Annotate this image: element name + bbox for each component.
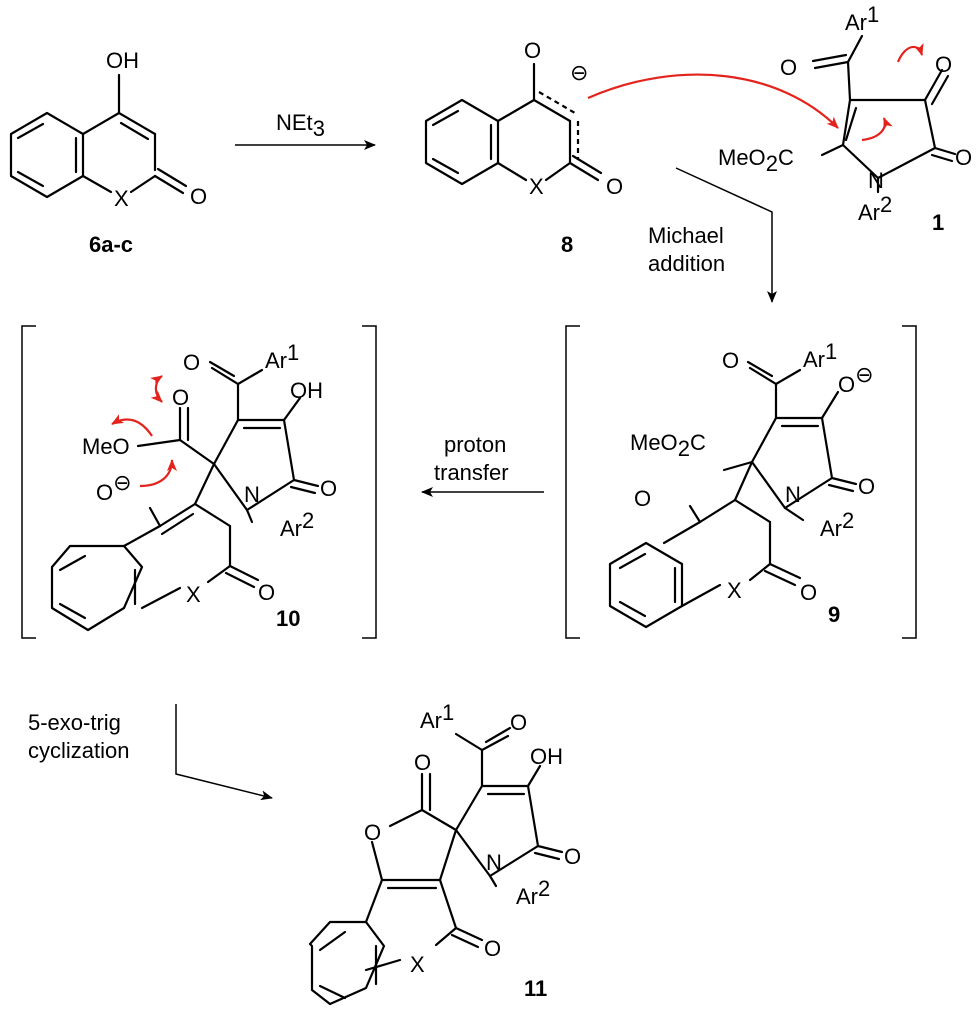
atom-n: N: [785, 482, 801, 507]
electron-arrow-1a: [896, 43, 924, 63]
atom-oh: OH: [290, 378, 323, 403]
bracket-left-10: [21, 325, 36, 639]
bracket-right-9: [902, 325, 917, 639]
atom-ar1: Ar1: [265, 340, 299, 373]
atom-ar2: Ar2: [516, 876, 550, 909]
atom-ar1: Ar1: [803, 339, 837, 372]
compound-label-9: 9: [828, 602, 840, 627]
atom-oh: OH: [106, 48, 139, 73]
electron-arrow-10b: [111, 414, 153, 437]
atom-x: X: [186, 582, 201, 607]
atom-ar2: Ar2: [820, 508, 854, 541]
atom-o: O: [414, 750, 431, 775]
compound-label-8: 8: [561, 232, 573, 257]
atom-o: O: [172, 385, 189, 410]
electron-arrow-1b: [861, 117, 893, 142]
electron-arrow-10a: [139, 459, 177, 488]
reagent-net3: NEt3: [276, 110, 325, 141]
atom-meo2c: MeO2C: [718, 145, 794, 176]
atom-o: O: [484, 936, 501, 961]
compound-6-structure: [9, 73, 188, 199]
atom-o: O: [780, 55, 797, 80]
atom-ar2: Ar2: [280, 508, 314, 541]
step-5-exo-trig: 5-exo-trig: [28, 710, 121, 735]
compound-11-structure: [308, 726, 564, 1006]
bracket-right-10: [362, 325, 377, 639]
atom-o: O: [524, 38, 541, 63]
compound-label-10: 10: [276, 606, 300, 631]
atom-o: O: [183, 350, 200, 375]
atom-o-minus: O⊖: [96, 470, 132, 505]
atom-ar1: Ar1: [845, 2, 879, 35]
atom-x: X: [410, 952, 425, 977]
atom-ar1: Ar1: [420, 700, 454, 733]
atom-x: X: [529, 174, 544, 199]
atom-n: N: [868, 168, 884, 193]
atom-n: N: [486, 850, 502, 875]
bracket-left-9: [565, 325, 580, 639]
atom-n: N: [244, 482, 260, 507]
reaction-arrow-michael: [675, 167, 777, 303]
atom-o: O: [800, 580, 817, 605]
atom-o: O: [564, 844, 581, 869]
compound-10-structure: [50, 360, 320, 632]
atom-o: O: [258, 580, 275, 605]
step-transfer: transfer: [434, 460, 509, 485]
atom-o: O: [634, 486, 651, 511]
atom-ar2: Ar2: [858, 192, 892, 225]
atom-o: O: [606, 174, 623, 199]
step-cyclization: cyclization: [28, 738, 129, 763]
atom-o: O: [190, 184, 207, 209]
atom-o: O: [364, 820, 381, 845]
compound-label-6a-c: 6a-c: [89, 232, 133, 257]
compound-9-structure: [608, 360, 858, 629]
reaction-arrow-cyclization: [175, 704, 273, 801]
electron-arrow-attack: [587, 73, 839, 129]
compound-8-structure: [424, 62, 603, 186]
compound-label-1: 1: [932, 210, 944, 235]
atom-o: O: [858, 474, 875, 499]
compound-1-structure: [811, 34, 957, 194]
atom-o: O: [320, 476, 337, 501]
charge-minus: ⊖: [570, 60, 588, 85]
atom-x: X: [727, 578, 742, 603]
step-addition: addition: [648, 251, 725, 276]
atom-o: O: [722, 348, 739, 373]
step-proton: proton: [444, 432, 506, 457]
atom-o-minus: O⊖: [838, 362, 874, 397]
step-michael: Michael: [648, 223, 724, 248]
atom-x: X: [114, 186, 129, 211]
electron-arrow-10c: [150, 375, 163, 403]
atom-meo: MeO: [82, 434, 130, 459]
atom-oh: OH: [530, 744, 563, 769]
atom-o: O: [510, 710, 527, 735]
atom-o: O: [935, 52, 952, 77]
atom-meo2c: MeO2C: [630, 430, 706, 461]
compound-label-11: 11: [524, 976, 547, 1001]
atom-o: O: [955, 145, 972, 170]
